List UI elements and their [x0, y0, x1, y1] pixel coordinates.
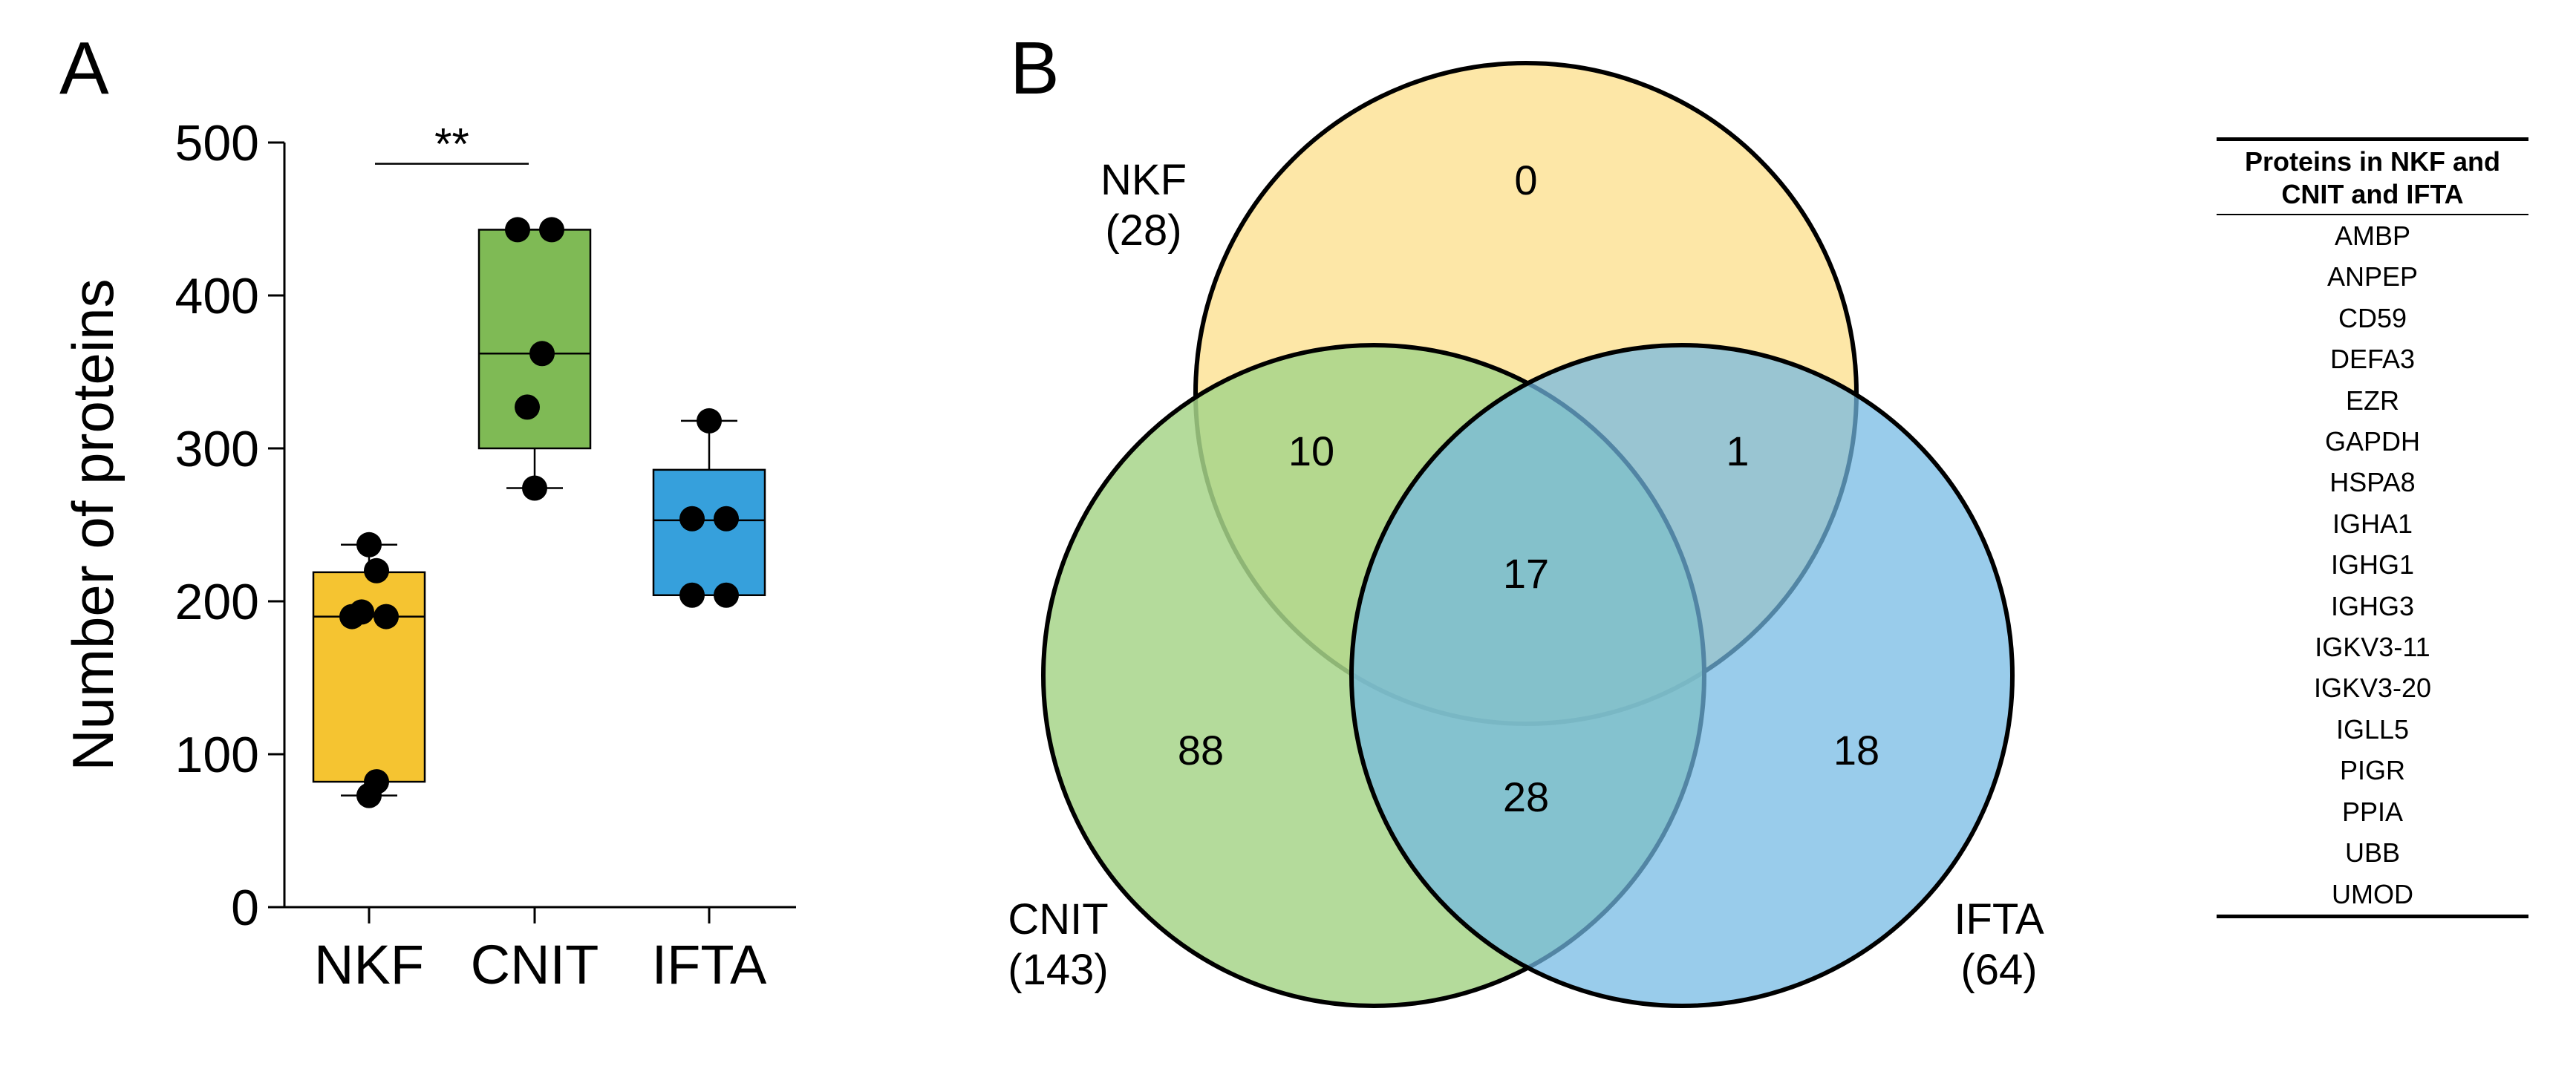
table-header: Proteins in NKF and CNIT and IFTA — [2217, 141, 2528, 214]
venn-region-count-cnit: 88 — [1178, 727, 1224, 774]
data-point — [339, 604, 365, 630]
data-point — [679, 582, 705, 608]
box-plot-boxes: ** — [312, 120, 766, 808]
box-nkf — [312, 532, 426, 808]
table-top-rule — [2217, 137, 2528, 141]
venn-region-count-nkf-ifta: 1 — [1726, 428, 1749, 474]
table-row: HSPA8 — [2329, 467, 2416, 498]
data-point — [679, 506, 705, 532]
table-row: IGLL5 — [2335, 713, 2410, 745]
y-tick-label: 400 — [175, 268, 259, 324]
x-tick-label: NKF — [314, 934, 424, 995]
data-point — [364, 557, 389, 583]
table-header-rule — [2217, 214, 2528, 215]
venn-region-count-cnit-ifta: 28 — [1503, 774, 1549, 820]
table-row: AMBP — [2334, 220, 2411, 251]
protein-table: Proteins in NKF and CNIT and IFTA AMBP AN… — [2217, 137, 2528, 918]
table-row: IGHG1 — [2330, 549, 2415, 581]
table-row: ANPEP — [2326, 261, 2419, 292]
table-row: IGKV3-20 — [2313, 673, 2432, 704]
box-cnit — [477, 217, 592, 501]
data-point — [356, 782, 382, 808]
venn-set-name-nkf: NKF — [1100, 156, 1187, 204]
venn-circle-ifta — [1349, 343, 2015, 1008]
data-point — [697, 408, 722, 434]
y-tick-label: 500 — [175, 115, 259, 171]
y-tick-label: 200 — [175, 574, 259, 630]
table-row: IGHG3 — [2330, 590, 2415, 621]
venn-region-count-nkf-cnit: 10 — [1288, 428, 1334, 474]
y-tick-label: 100 — [175, 727, 259, 783]
venn-set-total-ifta: (64) — [1960, 946, 2037, 994]
y-tick-label: 300 — [175, 421, 259, 477]
box-rect — [652, 468, 766, 597]
venn-set-name-ifta: IFTA — [1954, 895, 2044, 944]
x-tick-label: CNIT — [471, 934, 599, 995]
venn-set-total-nkf: (28) — [1105, 206, 1181, 255]
y-tick-label: 0 — [231, 880, 259, 936]
data-point — [539, 217, 564, 243]
venn-diagram: NKF(28) CNIT(143) IFTA(64) 0 10 1 17 88 28 18 — [1008, 61, 2044, 1008]
data-point — [714, 582, 739, 608]
table-row: PIGR — [2339, 755, 2405, 786]
significance-marker: ** — [434, 120, 469, 169]
table-row: IGKV3-11 — [2315, 632, 2430, 663]
table-row: UBB — [2344, 837, 2401, 869]
data-point — [522, 475, 547, 501]
table-row: CD59 — [2338, 302, 2407, 333]
venn-set-total-cnit: (143) — [1008, 946, 1108, 994]
table-header-line-1: Proteins in NKF and — [2244, 146, 2501, 177]
y-axis-title: Number of proteins — [60, 278, 125, 771]
table-header-line-2: CNIT and IFTA — [2281, 179, 2464, 209]
table-row: GAPDH — [2324, 426, 2421, 457]
data-point — [505, 217, 530, 243]
x-tick-label: IFTA — [652, 934, 767, 995]
data-point — [515, 394, 540, 420]
venn-region-count-ifta: 18 — [1833, 727, 1879, 774]
table-row: IGHA1 — [2332, 508, 2413, 539]
venn-panel: B NKF(28) CNIT(143) IFTA(64) 0 10 1 17 88 28 18 — [1008, 27, 2044, 1008]
panel-label-a: A — [59, 27, 109, 110]
table-row: DEFA3 — [2329, 344, 2416, 375]
venn-region-count-nkf-cnit-ifta: 17 — [1503, 550, 1549, 597]
venn-set-name-cnit: CNIT — [1008, 895, 1108, 944]
venn-region-count-nkf: 0 — [1514, 157, 1537, 203]
box-ifta — [652, 408, 766, 608]
data-point — [374, 604, 399, 630]
table-row: PPIA — [2341, 796, 2404, 827]
table-row: EZR — [2346, 385, 2399, 416]
data-point — [356, 532, 382, 557]
table-bottom-rule — [2217, 914, 2528, 918]
panel-label-b: B — [1010, 27, 1060, 110]
table-row: UMOD — [2332, 878, 2413, 909]
data-point — [714, 506, 739, 532]
data-point — [529, 341, 555, 367]
